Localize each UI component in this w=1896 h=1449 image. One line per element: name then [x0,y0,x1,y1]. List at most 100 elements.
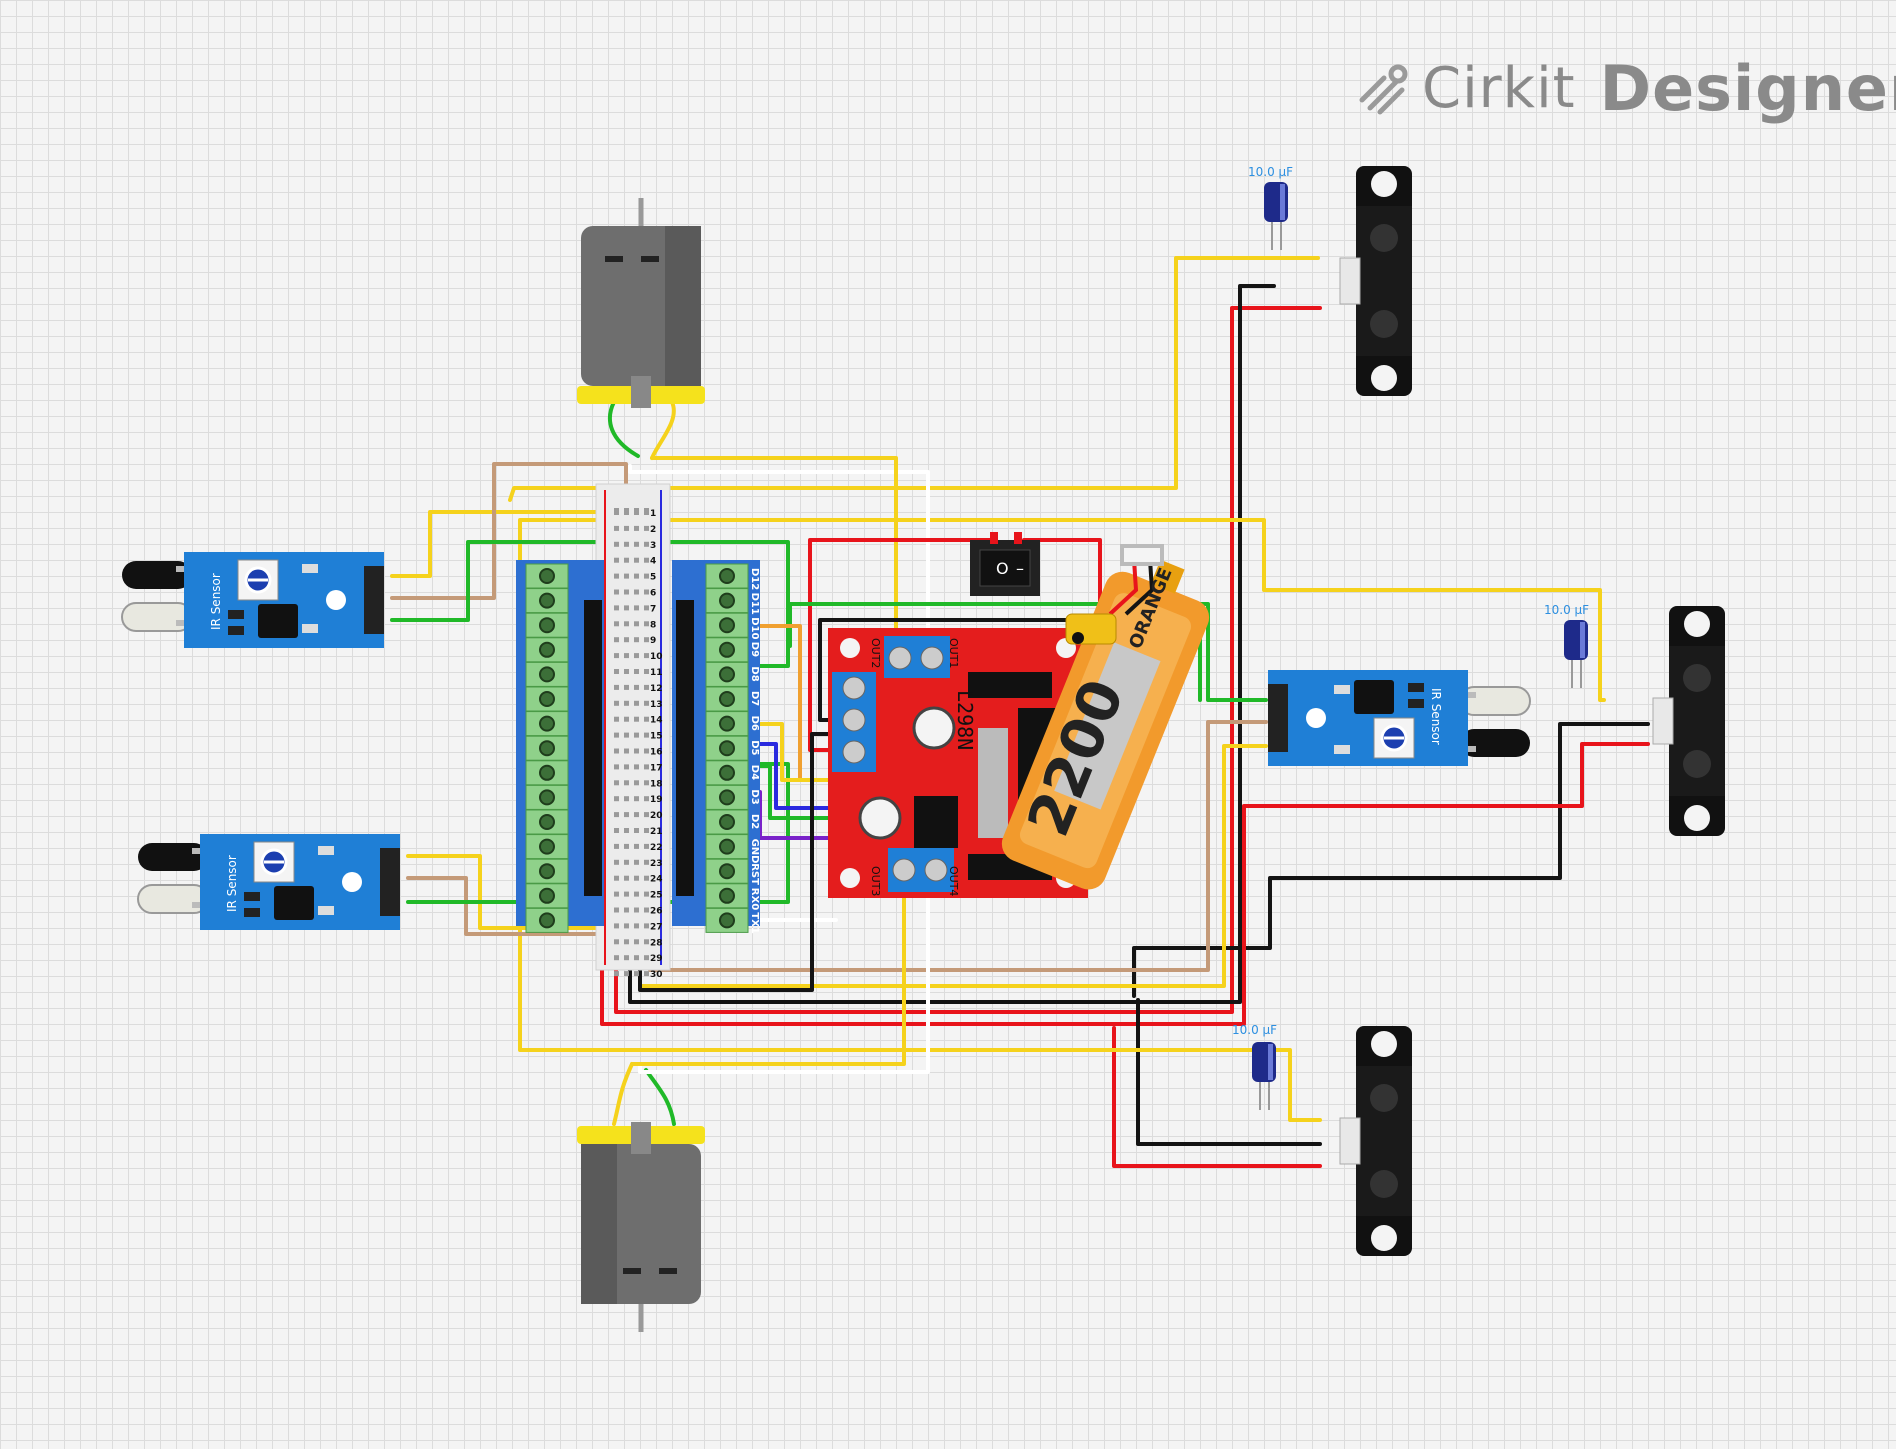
breadboard-hole [624,891,629,897]
breadboard-row-label: 9 [650,636,656,646]
shield-pin-label: RX0 [749,888,760,910]
shield-pin-label: D12 [749,568,760,590]
capacitor-bottom [1251,1041,1277,1111]
breadboard-hole [614,653,619,659]
breadboard-hole [644,510,649,515]
terminal-screw [719,887,735,904]
breadboard-hole [624,653,629,659]
breadboard-hole [624,796,629,802]
distance-sensor-bottom [1339,1025,1413,1257]
terminal-screw [719,592,735,609]
breadboard-hole [644,605,649,611]
driver-out2-label: OUT2 [869,638,882,668]
breadboard-row-label: 1 [650,509,656,519]
breadboard-hole [614,939,619,945]
breadboard-hole [614,589,619,595]
wire-yellow-d [650,456,898,648]
breadboard-hole [624,605,629,611]
breadboard-hole [634,764,639,770]
terminal-screw [719,838,735,855]
wire-red-a [614,306,1322,1014]
breadboard-hole [634,525,639,531]
terminal-screw [719,912,735,929]
breadboard-hole [614,510,619,515]
breadboard-hole [644,573,649,579]
power-switch[interactable] [970,532,1040,596]
breadboard-hole [644,541,649,547]
breadboard-hole [624,971,629,977]
breadboard-hole [624,875,629,881]
breadboard-hole [634,700,639,706]
breadboard-hole [614,828,619,833]
terminal-screw [719,666,735,683]
breadboard-hole [624,716,629,722]
breadboard-hole [644,859,649,865]
breadboard-hole [644,525,649,531]
breadboard-hole [614,843,619,849]
shield-pin-label: GND [749,839,760,864]
shield-pin-label: TX1 [749,912,760,934]
breadboard-hole [644,732,649,738]
driver-out1-label: OUT1 [947,638,960,668]
wire-black-c [1136,998,1322,1146]
breadboard-row-label: 29 [650,954,663,964]
breadboard-hole [614,891,619,897]
driver-out3-label: OUT3 [869,866,882,896]
breadboard-hole [644,557,649,563]
wire-yellow-e [630,892,906,1066]
breadboard-row-label: 25 [650,891,663,901]
breadboard-hole [614,573,619,579]
breadboard-hole [644,812,649,818]
breadboard-hole [624,748,629,754]
breadboard-hole [634,605,639,611]
breadboard-row-label: 13 [650,700,663,710]
breadboard-hole [614,557,619,563]
terminal-screw [719,568,735,584]
terminal-screw [719,641,735,658]
breadboard-hole [634,621,639,627]
terminal-screw [719,764,735,781]
switch-off-label: O [996,559,1009,578]
ir-sensor-label: IR Sensor [225,855,239,912]
breadboard-hole [624,828,629,833]
breadboard-row-label: 6 [650,589,656,599]
shield-pin-label: RST [749,863,760,885]
shield-pin-label: D9 [749,642,760,657]
terminal-screw [719,715,735,732]
wire-yellow-motor-bottom [612,1062,634,1126]
breadboard-hole [644,923,649,929]
xt60-connector [1065,613,1117,645]
breadboard-row-label: 3 [650,541,656,551]
ir-sensor-label: IR Sensor [1429,688,1443,745]
lipo-battery [1001,559,1210,890]
capacitor-top [1263,181,1289,251]
wire-black-gnd [638,732,850,992]
terminal-screw [719,789,735,806]
shield-pin-label: D7 [749,691,760,706]
wire-green-ir3 [788,602,1268,702]
breadboard-hole [634,875,639,881]
breadboard-row-label: 15 [650,732,663,742]
breadboard-hole [614,923,619,929]
terminal-screw [539,617,555,634]
wire-red-c [1112,1026,1322,1168]
brand-product: Designer [1599,51,1896,125]
breadboard-row-label: 20 [650,811,663,821]
breadboard-hole [634,812,639,818]
breadboard-hole [614,684,619,690]
motor-bottom [577,1122,705,1332]
motor-top [577,198,705,408]
wire-yellow-ir1 [390,510,628,578]
breadboard-hole [614,971,619,977]
shield-pin-label: D4 [749,765,760,780]
breadboard-hole [634,859,639,865]
breadboard-hole [624,637,629,643]
terminal-screw [539,863,555,880]
breadboard-row-label: 22 [650,843,663,853]
breadboard-hole [614,700,619,706]
breadboard-hole [644,843,649,849]
breadboard-hole [634,637,639,643]
terminal-block-left [525,563,569,933]
breadboard-hole [614,525,619,531]
breadboard-hole [644,955,649,961]
